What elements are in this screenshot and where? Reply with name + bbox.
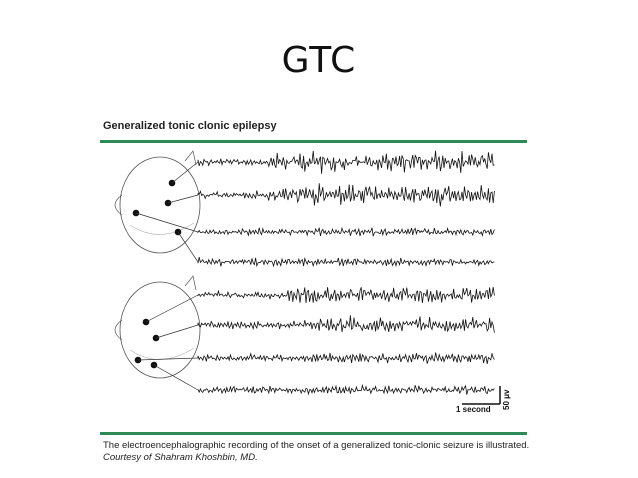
electrode-lead xyxy=(171,161,199,184)
electrode-lead xyxy=(177,231,199,263)
scale-time-label: 1 second xyxy=(456,405,491,414)
head-outline xyxy=(119,156,201,254)
eeg-trace xyxy=(197,286,495,303)
top-divider xyxy=(100,140,527,143)
eeg-trace xyxy=(197,383,495,396)
eeg-trace xyxy=(197,183,495,207)
electrode-lead xyxy=(145,294,199,323)
eeg-trace xyxy=(197,226,495,237)
head-outline xyxy=(119,281,201,379)
head-diagrams xyxy=(114,150,201,379)
caption-text: The electroencephalographic recording of… xyxy=(103,440,530,451)
electrode-lead xyxy=(135,212,199,233)
electrode-lead xyxy=(137,357,199,361)
ear-outline xyxy=(114,319,123,341)
eeg-trace xyxy=(197,315,495,333)
bottom-divider xyxy=(100,432,527,435)
electrode-lead xyxy=(167,194,199,204)
scale-bar xyxy=(462,386,501,405)
slide-title: GTC xyxy=(281,40,357,81)
ear-outline xyxy=(114,194,123,216)
figure-heading: Generalized tonic clonic epilepsy xyxy=(103,120,277,132)
nose-outline xyxy=(184,150,197,166)
eeg-trace xyxy=(197,256,495,268)
eeg-traces xyxy=(197,150,495,396)
eeg-trace xyxy=(197,150,495,174)
electrode-lead xyxy=(155,324,199,339)
scale-voltage-label: 50 μv xyxy=(502,389,511,410)
eeg-trace xyxy=(197,352,495,364)
scalp-contour xyxy=(129,222,195,235)
electrode-lead xyxy=(153,364,199,391)
figure-caption: The electroencephalographic recording of… xyxy=(103,440,533,464)
caption-credit: Courtesy of Shahram Khoshbin, MD. xyxy=(103,452,258,463)
nose-outline xyxy=(184,275,197,291)
electrode-leads xyxy=(135,161,199,391)
